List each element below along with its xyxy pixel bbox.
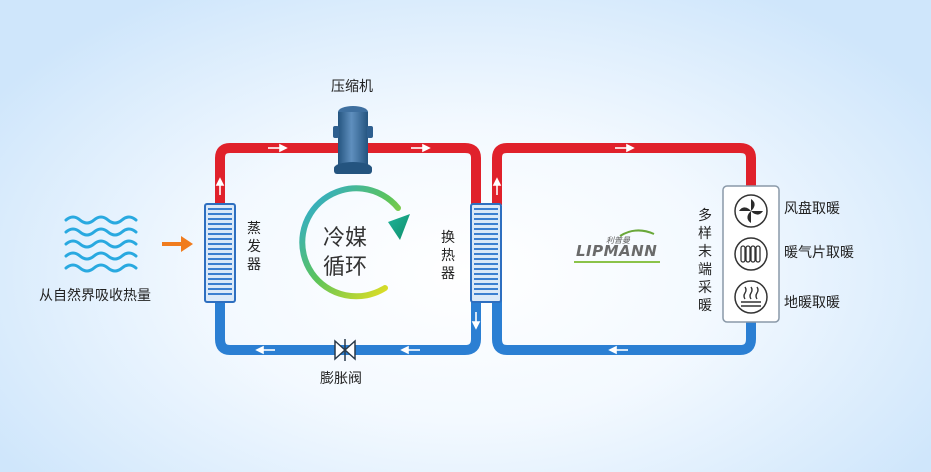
refrigerant-cold-pipe (215, 300, 481, 355)
flow-arrows (215, 143, 635, 355)
expansion-valve-label: 膨胀阀 (320, 371, 362, 387)
fan-coil-icon (734, 194, 768, 228)
terminals-label: 多样末端采暖 (698, 208, 712, 314)
flow-arrow-icon (471, 312, 481, 330)
flow-arrow-icon (255, 345, 275, 355)
flow-arrow-icon (400, 345, 420, 355)
expansion-valve-icon (334, 339, 356, 361)
terminal-item-fan-coil: 风盘取暖 (784, 201, 840, 217)
lipmann-logo: 利普曼 LIPMANN (574, 229, 660, 263)
heat-input-arrow-icon (162, 236, 193, 252)
water-waves-icon (64, 215, 138, 273)
flow-arrow-icon (492, 177, 502, 195)
cycle-label-line2: 循环 (323, 255, 368, 280)
floor-heating-icon (734, 280, 768, 314)
flow-arrow-icon (411, 143, 431, 153)
terminal-panel (722, 185, 780, 323)
heat-exchanger-label: 换热器 (441, 230, 455, 282)
flow-arrow-icon (215, 177, 225, 195)
heat-exchanger-coil (470, 203, 502, 303)
terminal-item-radiator: 暖气片取暖 (784, 245, 854, 261)
compressor-label: 压缩机 (331, 79, 373, 95)
evaporator-label: 蒸发器 (247, 221, 261, 273)
water-hot-pipe (492, 143, 756, 205)
compressor-icon (333, 106, 373, 174)
radiator-icon (734, 237, 768, 271)
evaporator-coil (204, 203, 236, 303)
svg-text:利普曼: 利普曼 (606, 236, 631, 245)
cycle-label-line1: 冷媒 (323, 226, 368, 251)
flow-arrow-icon (608, 345, 628, 355)
flow-arrow-icon (268, 143, 288, 153)
absorb-heat-label: 从自然界吸收热量 (39, 288, 151, 304)
svg-text:LIPMANN: LIPMANN (576, 242, 657, 260)
refrigerant-cycle-arrow-icon (299, 185, 410, 300)
terminal-item-floor-heating: 地暖取暖 (784, 295, 840, 311)
flow-arrow-icon (615, 143, 635, 153)
